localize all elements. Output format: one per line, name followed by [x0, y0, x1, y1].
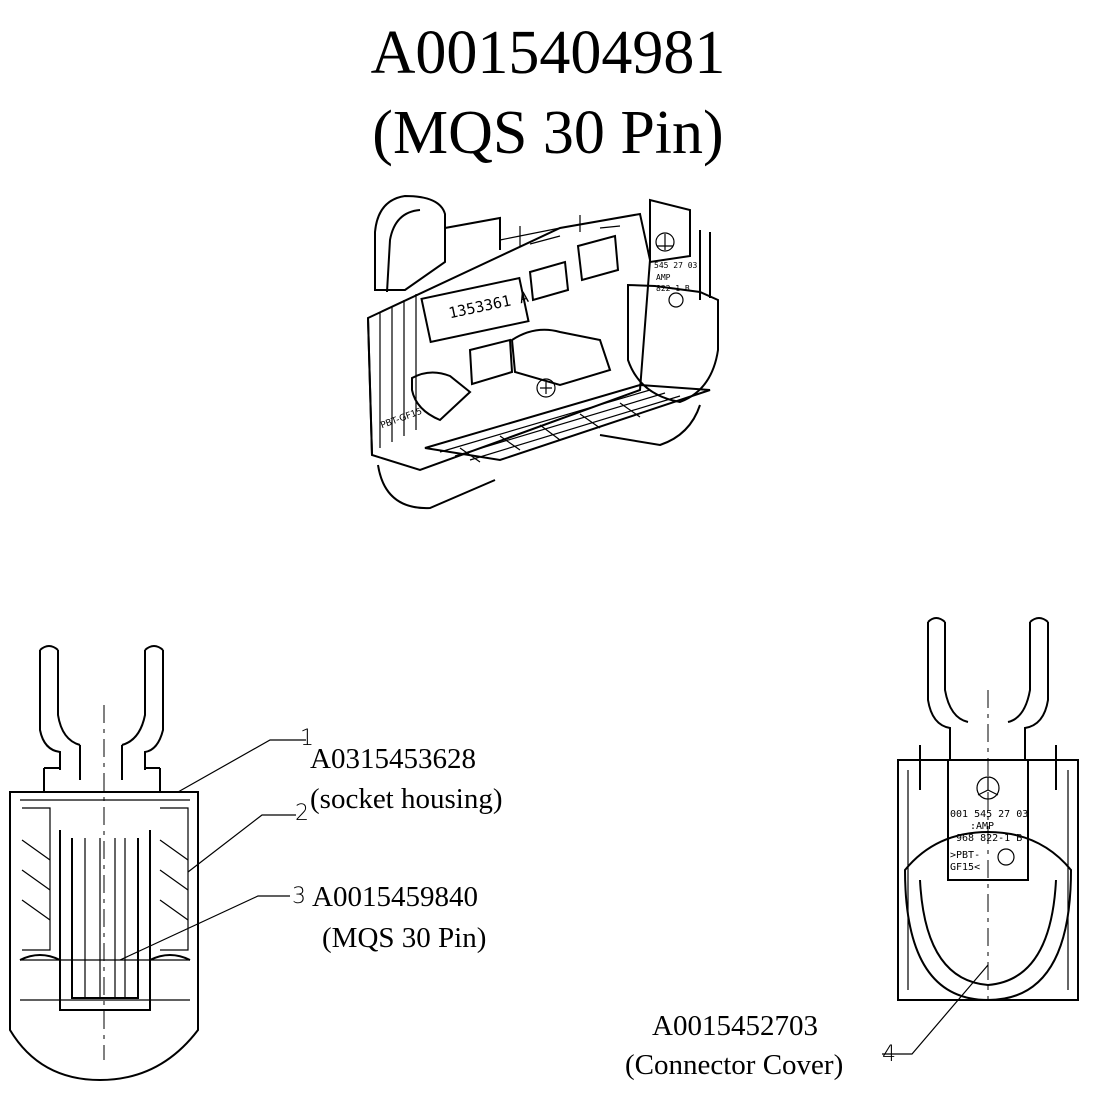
cover-plate-line5: GF15<: [950, 862, 981, 873]
cover-plate-line2: :AMP: [970, 821, 995, 832]
leader-lines: [119, 739, 989, 1055]
cover-plate-line3: 968 822-1 B: [956, 833, 1023, 844]
iso-housing: [366, 194, 719, 510]
callout-1-number: 1: [300, 726, 314, 751]
callout-1-part-number: A0315453628: [310, 743, 476, 775]
iso-cover-code-1: 545 27 03: [654, 261, 698, 270]
callout-4-description: (Connector Cover): [625, 1049, 844, 1081]
page-subtitle: (MQS 30 Pin): [372, 99, 724, 167]
callout-1-description: (socket housing): [310, 783, 503, 815]
iso-cover-code-2: AMP: [656, 273, 671, 282]
section-view-drawing: [9, 645, 199, 1082]
page-title: A0015404981: [370, 19, 726, 87]
marking-plate: [420, 276, 530, 344]
iso-cover-code-3: 822-1 B: [656, 284, 690, 293]
callout-3-number: 3: [292, 884, 306, 909]
callout-2-number: 2: [295, 801, 309, 826]
cover-view-drawing: [897, 617, 1079, 1002]
cover-plate-line1: 001 545 27 03: [950, 809, 1029, 820]
callout-3-description: (MQS 30 Pin): [322, 922, 487, 954]
cover-plate-outline: [947, 759, 1029, 881]
callout-4-part-number: A0015452703: [652, 1010, 818, 1042]
callout-3-part-number: A0015459840: [312, 881, 478, 913]
callout-4-number: 4: [882, 1042, 896, 1067]
cover-plate-line4: >PBT-: [950, 850, 981, 861]
